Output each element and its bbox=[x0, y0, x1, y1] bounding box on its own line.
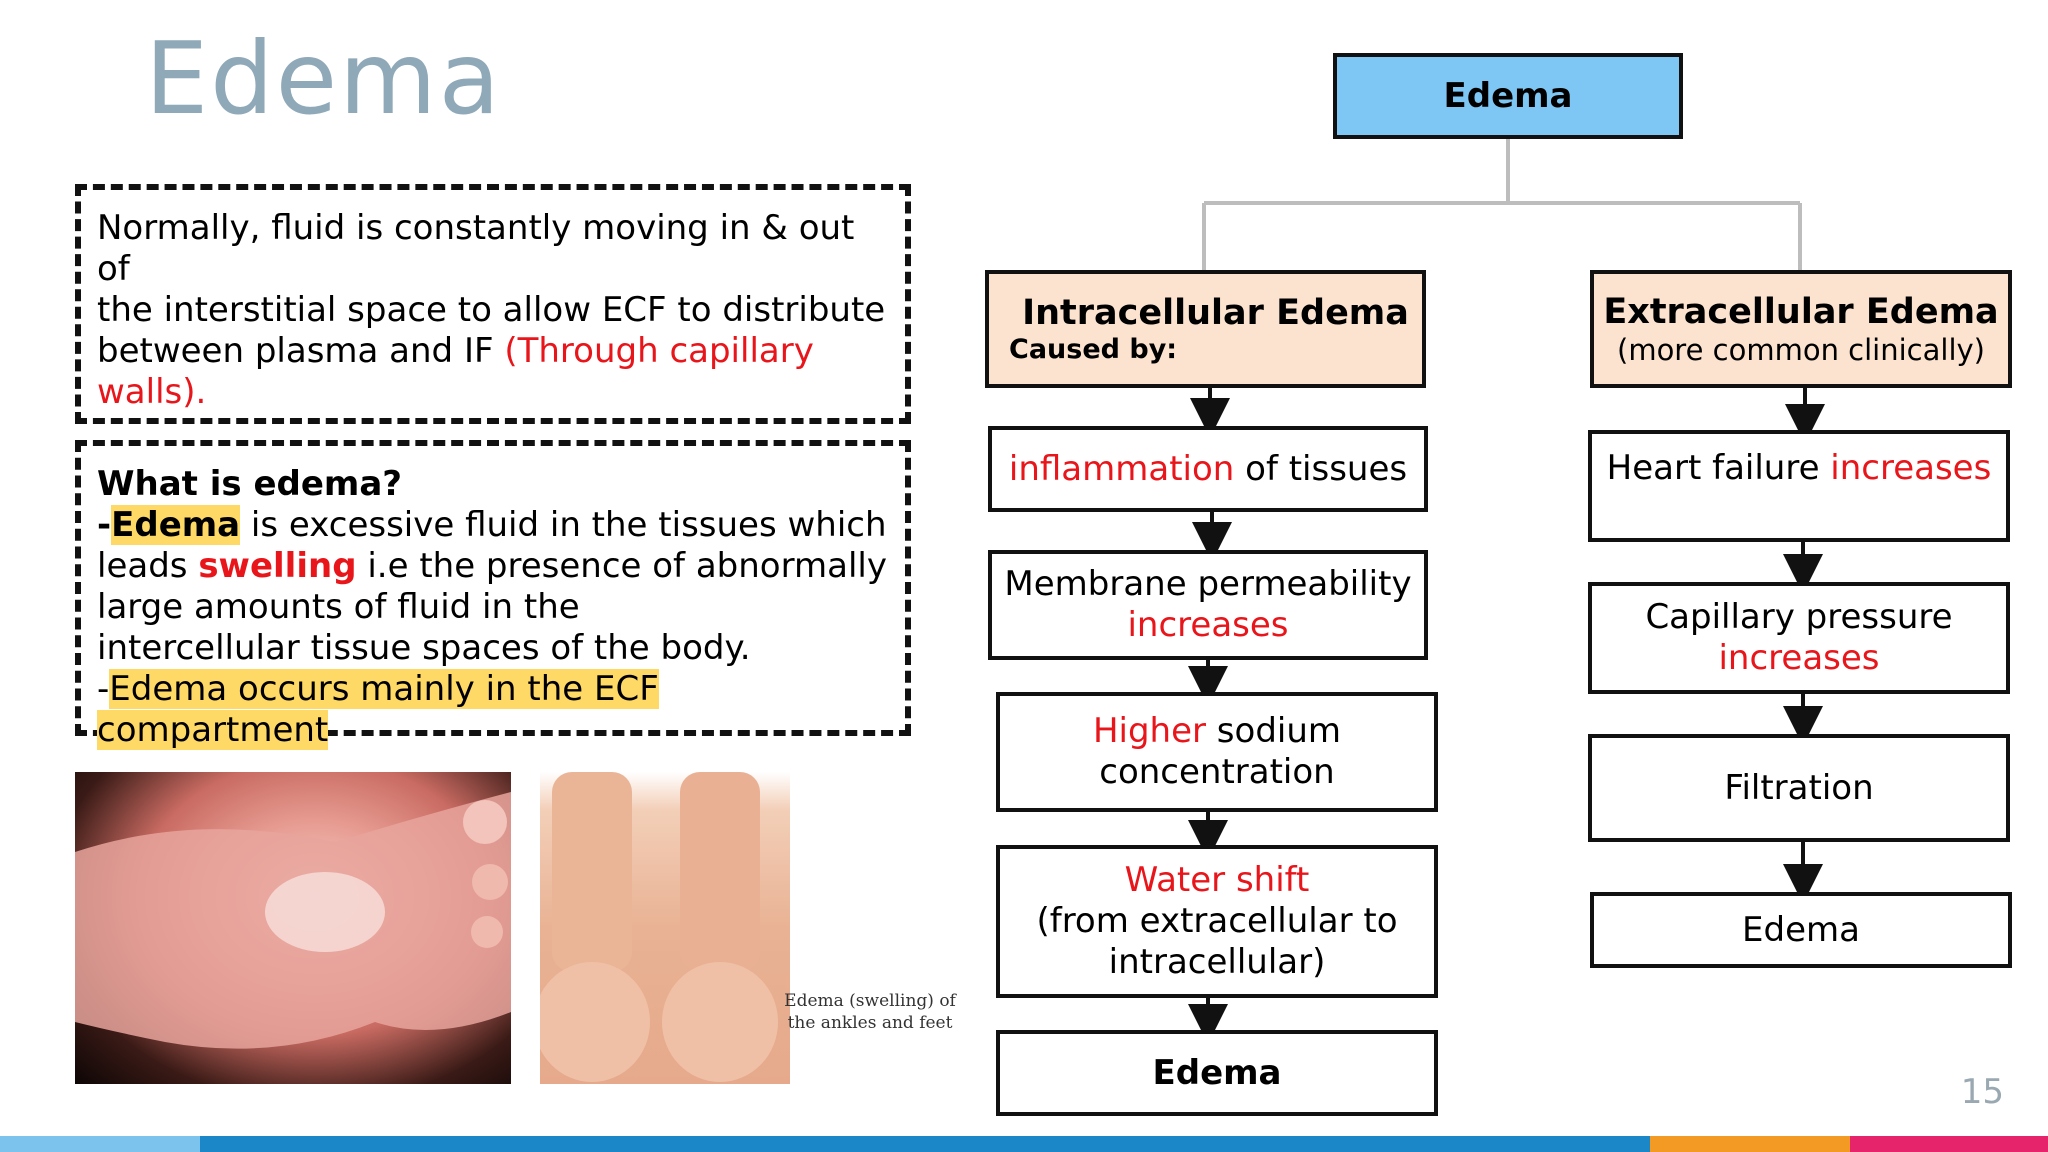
flow-root-edema: Edema bbox=[1333, 53, 1683, 139]
definition-line-1-rest: is excessive fluid in the tissues which bbox=[240, 505, 887, 545]
definition-line-1: -Edema is excessive fluid in the tissues… bbox=[97, 505, 897, 546]
definition-box: What is edema? -Edema is excessive fluid… bbox=[75, 440, 911, 750]
intra-step-1-text: inflammation of tissues bbox=[1009, 449, 1407, 490]
definition-heading: What is edema? bbox=[97, 464, 403, 504]
intra-step-inflammation: inflammation of tissues bbox=[988, 426, 1428, 512]
swollen-foot-photo bbox=[75, 772, 511, 1084]
definition-line-2-prefix: leads bbox=[97, 546, 199, 586]
footer-bar-segment-4 bbox=[1850, 1136, 2048, 1152]
extra-step-capillary-pressure: Capillary pressure increases bbox=[1588, 582, 2010, 694]
intro-line-2: the interstitial space to allow ECF to d… bbox=[97, 290, 886, 330]
intra-step-2-line-2: increases bbox=[1127, 605, 1289, 645]
intracellular-edema-node: Intracellular Edema Caused by: bbox=[985, 270, 1426, 388]
intro-line-3: between plasma and IF (Through capillary… bbox=[97, 331, 897, 413]
intro-line-3-red: (Through capillary walls). bbox=[97, 331, 814, 412]
image-caption: Edema (swelling) of the ankles and feet bbox=[775, 990, 965, 1034]
definition-line-3: large amounts of fluid in the bbox=[97, 587, 580, 627]
extracellular-title: Extracellular Edema bbox=[1603, 291, 1999, 332]
intra-step-5-label: Edema bbox=[1152, 1052, 1282, 1093]
footer-bar-segment-3 bbox=[1650, 1136, 1850, 1152]
flow-arrows bbox=[1188, 388, 1825, 1044]
foot-illustration bbox=[75, 792, 511, 1049]
definition-line-4: intercellular tissue spaces of the body. bbox=[97, 628, 751, 668]
definition-line-5: -Edema occurs mainly in the ECF compartm… bbox=[97, 669, 897, 751]
extra-step-2-line-2: increases bbox=[1718, 638, 1880, 678]
higher-word: Higher bbox=[1092, 711, 1206, 751]
caption-line-1: Edema (swelling) of bbox=[784, 991, 956, 1011]
intra-step-membrane-permeability: Membrane permeability increases bbox=[988, 550, 1428, 660]
caption-line-2: the ankles and feet bbox=[787, 1013, 953, 1033]
tree-lines bbox=[1202, 136, 1802, 272]
definition-line-2-rest: i.e the presence of abnormally bbox=[356, 546, 887, 586]
extracellular-subtitle: (more common clinically) bbox=[1617, 332, 1985, 367]
intra-step-3-line-1: Higher sodium bbox=[1093, 711, 1341, 752]
extra-step-3-label: Filtration bbox=[1724, 767, 1874, 808]
dash-2: - bbox=[97, 669, 110, 709]
intra-step-3-line-2: concentration bbox=[1099, 752, 1335, 792]
extra-step-1-red: increases bbox=[1830, 448, 1992, 488]
edema-term: Edema bbox=[111, 505, 241, 545]
extra-step-heart-failure: Heart failure increases bbox=[1588, 430, 2010, 542]
swollen-ankles-illustration bbox=[534, 772, 790, 1084]
intra-step-3-rest: sodium bbox=[1206, 711, 1342, 751]
definition-text: What is edema? -Edema is excessive fluid… bbox=[97, 464, 897, 751]
extra-step-filtration: Filtration bbox=[1588, 734, 2010, 842]
definition-line-2: leads swelling i.e the presence of abnor… bbox=[97, 546, 897, 587]
intra-step-4-line-3: intracellular) bbox=[1108, 942, 1326, 982]
intra-step-4-line-2: (from extracellular to bbox=[1036, 901, 1398, 941]
extracellular-edema-node: Extracellular Edema (more common clinica… bbox=[1590, 270, 2012, 388]
intra-step-2-line-1: Membrane permeability bbox=[1004, 564, 1412, 604]
footer-bar-segment-1 bbox=[0, 1136, 200, 1152]
dash-1: - bbox=[97, 505, 112, 545]
page-number: 15 bbox=[1960, 1072, 2004, 1112]
slide-title: Edema bbox=[145, 20, 502, 137]
intro-line-3-text: between plasma and IF bbox=[97, 331, 505, 371]
intra-step-edema: Edema bbox=[996, 1030, 1438, 1116]
extra-step-2-line-1: Capillary pressure bbox=[1645, 597, 1953, 637]
intracellular-subtitle: Caused by: bbox=[1009, 333, 1178, 365]
legs-illustration bbox=[534, 772, 778, 1082]
intra-step-sodium: Higher sodium concentration bbox=[996, 692, 1438, 812]
intro-text: Normally, fluid is constantly moving in … bbox=[97, 208, 897, 413]
extra-step-4-label: Edema bbox=[1742, 909, 1860, 950]
intra-step-1-rest: of tissues bbox=[1234, 448, 1408, 489]
extra-step-edema: Edema bbox=[1590, 892, 2012, 968]
inflammation-word: inflammation bbox=[1008, 448, 1235, 489]
intro-line-1: Normally, fluid is constantly moving in … bbox=[97, 208, 855, 289]
intra-step-water-shift: Water shift (from extracellular to intra… bbox=[996, 845, 1438, 998]
extra-step-1-prefix: Heart failure bbox=[1606, 448, 1831, 488]
footer-bar-segment-2 bbox=[200, 1136, 1650, 1152]
flow-root-label: Edema bbox=[1443, 75, 1573, 116]
extra-step-1-text: Heart failure increases bbox=[1607, 448, 1992, 489]
swelling-term: swelling bbox=[198, 546, 357, 586]
intro-box: Normally, fluid is constantly moving in … bbox=[75, 184, 911, 424]
intra-step-4-line-1: Water shift bbox=[1124, 860, 1310, 900]
intracellular-title: Intracellular Edema bbox=[1022, 292, 1409, 333]
